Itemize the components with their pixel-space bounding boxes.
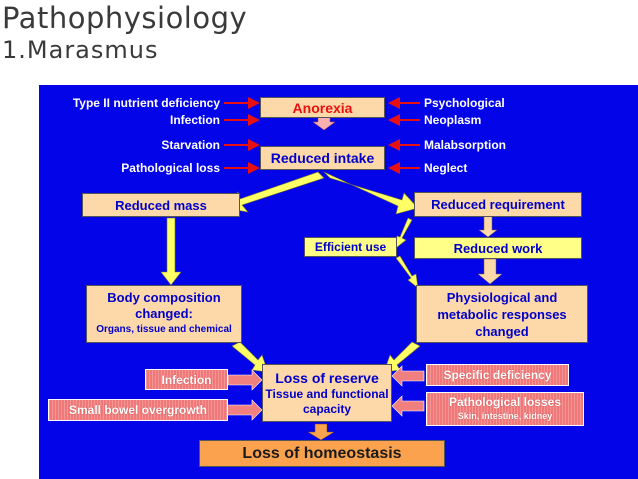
factor-right-3: Malabsorption (424, 138, 507, 152)
small-bowel-box: Small bowel overgrowth (48, 399, 228, 421)
slide-title: Pathophysiology (2, 1, 248, 35)
anorexia-to-intake-arrow (312, 115, 336, 131)
loss-of-homeostasis-label: Loss of homeostasis (242, 444, 402, 462)
body-composition-box: Body composition changed: Organs, tissue… (86, 285, 242, 343)
physiological-line3: changed (475, 323, 529, 339)
requirement-to-efficient-arrow (395, 217, 413, 249)
reduced-mass-box: Reduced mass (82, 193, 240, 217)
bowel-to-reserve-arrow (225, 399, 263, 421)
loss-of-homeostasis-box: Loss of homeostasis (199, 440, 445, 467)
efficient-to-physio-arrow (395, 255, 419, 289)
factor-right-2: Neoplasm (424, 113, 482, 127)
factor-left-4: Pathological loss (121, 161, 220, 175)
anorexia-label: Anorexia (292, 99, 353, 116)
factor-left-3: Starvation (161, 138, 220, 152)
physiological-box: Physiological and metabolic responses ch… (416, 285, 588, 343)
body-composition-line2: changed: (135, 306, 193, 321)
specific-deficiency-box: Specific deficiency (426, 364, 569, 386)
factor-right-1: Psychological (424, 96, 505, 110)
infection-label: Infection (161, 372, 212, 387)
infection-box: Infection (145, 369, 228, 390)
reduced-requirement-label: Reduced requirement (431, 197, 565, 212)
losses-to-reserve-arrow (391, 395, 425, 417)
loss-of-reserve-line2: Tissue and functional (265, 387, 389, 401)
slide-subtitle: 1.Marasmus (2, 36, 159, 64)
loss-of-reserve-box: Loss of reserve Tissue and functional ca… (262, 364, 392, 422)
reduced-work-box: Reduced work (414, 237, 582, 259)
reduced-requirement-box: Reduced requirement (414, 192, 582, 217)
small-bowel-label: Small bowel overgrowth (68, 403, 208, 417)
intake-to-requirement-arrow (323, 171, 419, 215)
physio-to-reserve-arrow (383, 341, 421, 373)
mass-to-body-arrow (160, 217, 182, 286)
physiological-line1: Physiological and (446, 289, 558, 305)
pathological-losses-line1: Pathological losses (448, 395, 562, 409)
reduced-mass-label: Reduced mass (115, 197, 207, 213)
requirement-to-work-arrow (478, 215, 498, 238)
specific-deficiency-label: Specific deficiency (443, 368, 552, 382)
factor-right-4: Neglect (424, 161, 468, 175)
loss-of-reserve-line1: Loss of reserve (275, 370, 379, 386)
factor-left-2: Infection (170, 113, 220, 127)
reduced-work-label: Reduced work (453, 240, 543, 256)
physiological-line2: metabolic responses (437, 306, 567, 322)
reduced-intake-box: Reduced intake (260, 146, 385, 170)
reduced-intake-label: Reduced intake (270, 150, 375, 166)
efficient-use-label: Efficient use (314, 240, 387, 254)
body-composition-line1: Body composition (107, 290, 221, 305)
anorexia-box: Anorexia (260, 97, 385, 118)
factor-left-1: Type II nutrient deficiency (72, 96, 220, 110)
infection-to-reserve-arrow (227, 369, 263, 391)
body-to-reserve-arrow (231, 341, 269, 373)
deficiency-to-reserve-arrow (391, 365, 425, 387)
reserve-to-homeostasis-arrow (307, 423, 335, 441)
efficient-use-box: Efficient use (304, 237, 397, 257)
loss-of-reserve-line3: capacity (302, 402, 352, 416)
body-composition-line3: Organs, tissue and chemical (96, 324, 232, 335)
work-to-physio-arrow (477, 258, 503, 285)
pathological-losses-box: Pathological losses Skin, intestine, kid… (426, 392, 584, 426)
pathological-losses-line2: Skin, intestine, kidney (457, 411, 553, 421)
